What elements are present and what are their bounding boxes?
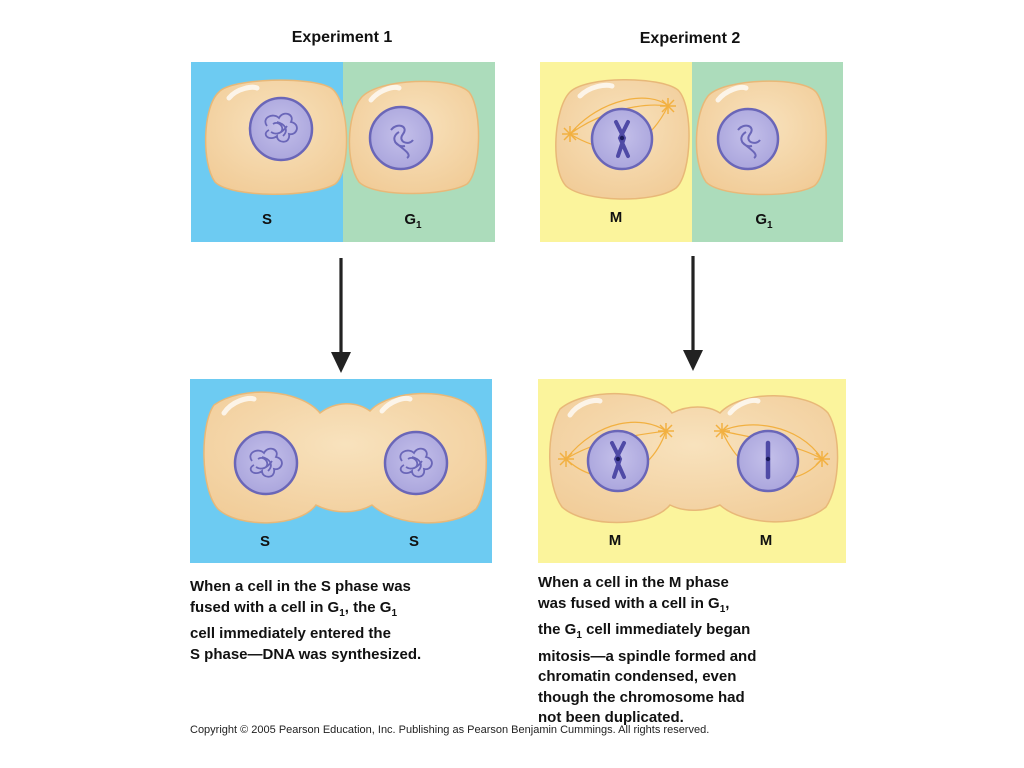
centrosome: [562, 98, 676, 142]
exp2-caption: When a cell in the M phase was fused wit…: [538, 574, 757, 726]
chromosome: [390, 124, 414, 159]
fused-cell: [549, 393, 839, 524]
experiment-2-title: Experiment 2: [639, 30, 741, 47]
m-label: M: [610, 209, 623, 226]
exp2-after-panel: M M: [538, 379, 846, 563]
copyright-notice: Copyright © 2005 Pearson Education, Inc.…: [190, 724, 710, 736]
s-label: S: [262, 211, 272, 228]
exp1-caption: When a cell in the S phase was fused wit…: [190, 578, 422, 663]
m-phase-cell: [555, 79, 690, 200]
chromatin: [249, 447, 283, 478]
s-label: S: [409, 533, 419, 550]
chromatin: [264, 112, 298, 143]
nucleus: [383, 430, 449, 496]
s-phase-cell: [204, 79, 348, 195]
g1-phase-cell: [695, 80, 827, 196]
experiment-1-title: Experiment 1: [291, 29, 393, 46]
spindle: [565, 421, 823, 480]
nucleus: [233, 430, 299, 496]
m-label: M: [760, 532, 773, 549]
chromosome: [737, 124, 761, 159]
chromatin: [399, 447, 433, 478]
s-label: S: [260, 533, 270, 550]
exp2-before-panel: M G1: [540, 62, 843, 242]
g1-label: G1: [755, 211, 773, 231]
exp2-down-arrow: [683, 256, 703, 371]
nucleus: [248, 96, 314, 162]
centrosome: [558, 423, 830, 467]
exp1-down-arrow: [331, 258, 351, 373]
m-label: M: [609, 532, 622, 549]
fused-cell: [203, 391, 487, 524]
g1-phase-cell: [348, 80, 480, 195]
exp1-before-panel: S G1: [191, 62, 495, 242]
g1-label: G1: [404, 211, 422, 231]
exp1-after-panel: S S: [190, 379, 492, 563]
